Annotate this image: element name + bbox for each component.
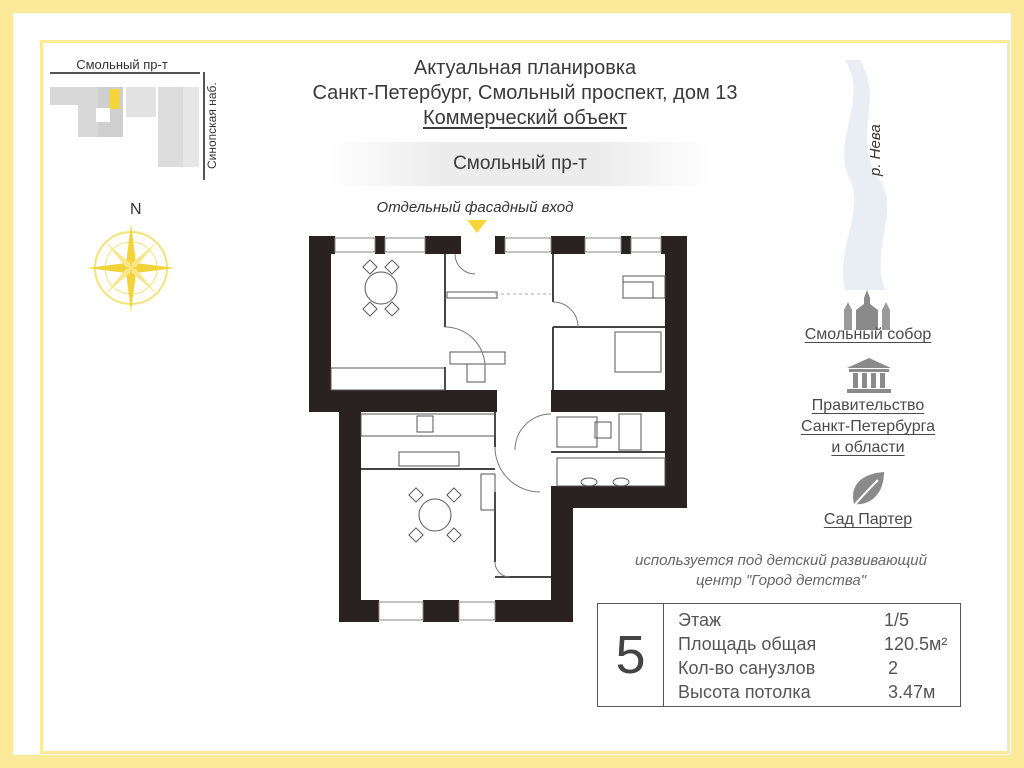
leaf-icon <box>851 472 884 509</box>
river-neva <box>842 60 888 290</box>
usage-note-line-1: используется под детский развивающий <box>635 552 927 569</box>
compass-north-label: N <box>130 201 142 218</box>
info-label-ceiling: Высота потолка <box>678 682 811 702</box>
landmark-smolny-cathedral: Смольный собор <box>778 324 958 345</box>
landmark-label-line-3: и области <box>831 439 905 456</box>
info-label-floor: Этаж <box>678 610 722 630</box>
info-label-bathrooms: Кол-во санузлов <box>678 658 816 678</box>
entrance-label: Отдельный фасадный вход <box>376 199 574 216</box>
landmark-government: Правительство Санкт-Петербурга и области <box>778 395 958 458</box>
landmark-label: Сад Партер <box>823 511 913 528</box>
info-value-ceiling: 3.47м <box>888 682 936 702</box>
header-address: Санкт-Петербург, Смольный проспект, дом … <box>312 82 738 104</box>
mini-map <box>50 72 205 180</box>
mini-map-street-label: Смольный пр-т <box>76 57 168 72</box>
mini-map-embankment-label: Синопская наб. <box>205 82 219 170</box>
mini-map-building-highlight <box>110 89 120 109</box>
government-building-icon <box>847 358 891 393</box>
landmark-label-line-2: Санкт-Петербурга <box>800 418 936 435</box>
floor-number: 5 <box>598 604 664 706</box>
landmark-label-line-1: Правительство <box>811 397 925 414</box>
header-object-type: Коммерческий объект <box>423 107 627 129</box>
river-label: р. Нева <box>867 124 884 176</box>
landmark-label: Смольный собор <box>804 326 932 343</box>
usage-note-line-2: центр "Город детства" <box>695 572 867 589</box>
cathedral-icon <box>844 290 890 330</box>
usage-note: используется под детский развивающий цен… <box>586 551 976 591</box>
floor-plan <box>309 236 687 622</box>
compass-rose-icon <box>87 224 175 312</box>
info-value-floor: 1/5 <box>884 610 910 630</box>
info-box: 5 Этаж 1/5 Площадь общая 120.5м² Кол-во … <box>597 603 961 707</box>
mini-map-embankment-line <box>203 72 205 180</box>
street-label: Смольный пр-т <box>453 153 587 174</box>
mini-map-street-line <box>50 72 200 74</box>
info-label-area: Площадь общая <box>678 634 817 654</box>
entrance-marker-icon <box>467 220 487 233</box>
info-value-area: 120.5м² <box>884 634 948 654</box>
info-value-bathrooms: 2 <box>888 658 899 678</box>
landmark-garden-parter: Сад Партер <box>778 509 958 530</box>
header-title: Актуальная планировка <box>413 57 637 79</box>
street-band: Смольный пр-т <box>330 142 710 186</box>
